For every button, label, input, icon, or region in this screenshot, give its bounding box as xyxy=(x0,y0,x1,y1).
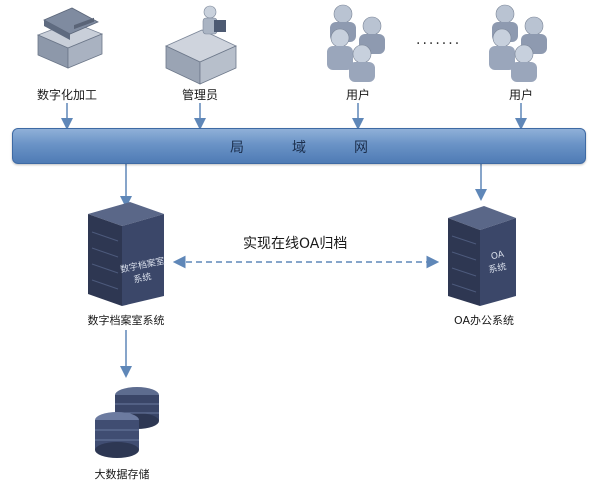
digitize-label: 数字化加工 xyxy=(36,88,97,102)
archive-server-icon: 数字档案室 系统 xyxy=(88,202,166,306)
database-icon xyxy=(95,387,159,458)
scanner-icon xyxy=(36,7,104,69)
oa-system-label: OA办公系统 xyxy=(454,314,514,327)
sync-link-label: 实现在线OA归档 xyxy=(243,236,348,252)
user2-label: 用户 xyxy=(508,88,533,102)
lan-label: 局域网 xyxy=(230,140,416,156)
lan-bar: 局域网 xyxy=(12,128,586,164)
svg-text:OA: OA xyxy=(490,250,506,263)
svg-text:系统: 系统 xyxy=(132,270,152,285)
oa-server-icon: OA 系统 xyxy=(448,206,516,306)
svg-text:系统: 系统 xyxy=(487,260,507,275)
admin-workstation-icon xyxy=(165,5,237,85)
ellipsis: ······· xyxy=(416,36,462,52)
user-group-icon xyxy=(489,4,547,82)
archive-system-label: 数字档案室系统 xyxy=(87,314,165,327)
admin-label: 管理员 xyxy=(181,88,218,102)
user1-label: 用户 xyxy=(345,88,370,102)
user-group-icon xyxy=(327,4,385,82)
big-data-label: 大数据存储 xyxy=(94,468,150,481)
